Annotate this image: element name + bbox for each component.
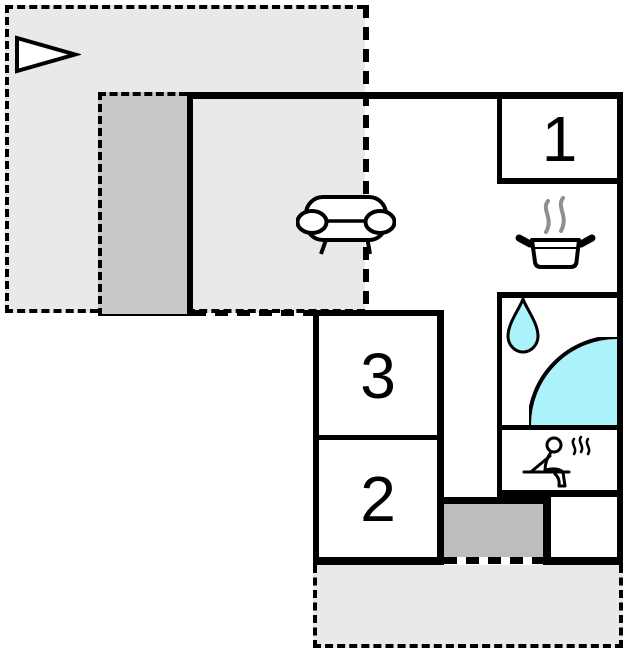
wall-bedroom1-left [497, 99, 502, 178]
wall-bedrooms-left [313, 310, 319, 565]
cooking-pot-steam-icon [515, 196, 596, 269]
wall-bath-left [497, 292, 502, 497]
annex-area [98, 92, 187, 316]
living-room-window-line [193, 310, 313, 316]
wall-bottom-right [543, 557, 623, 565]
wall-right [617, 92, 623, 565]
bedroom-2-label: 2 [360, 462, 396, 535]
sauna-person-icon [522, 435, 591, 488]
wall-bath-top [497, 292, 617, 298]
bedroom-3-label: 3 [360, 339, 396, 412]
wall-entry-right [543, 497, 551, 557]
wall-entry-top [437, 497, 551, 504]
bedroom-1-label: 1 [541, 102, 578, 175]
room-divider-dashed-line [363, 5, 369, 315]
water-drop-icon [506, 296, 540, 354]
sofa-icon [296, 195, 396, 255]
wall-bedroom1-bottom [497, 178, 617, 184]
wall-sauna-bottom [497, 490, 617, 497]
entry-door-line [444, 557, 543, 564]
wall-bedroom-divider [319, 435, 437, 440]
wall-top [187, 92, 623, 99]
pennant-flag-icon [15, 35, 81, 74]
wall-bath-bottom [497, 425, 617, 430]
terrace-bottom-area [313, 565, 623, 648]
corner-bath-icon [529, 337, 617, 425]
entry-area [444, 497, 543, 557]
wall-left [187, 92, 193, 316]
wall-bedrooms-top [313, 310, 444, 316]
wall-bottom-left [313, 557, 444, 565]
wall-bedrooms-right [437, 310, 444, 557]
